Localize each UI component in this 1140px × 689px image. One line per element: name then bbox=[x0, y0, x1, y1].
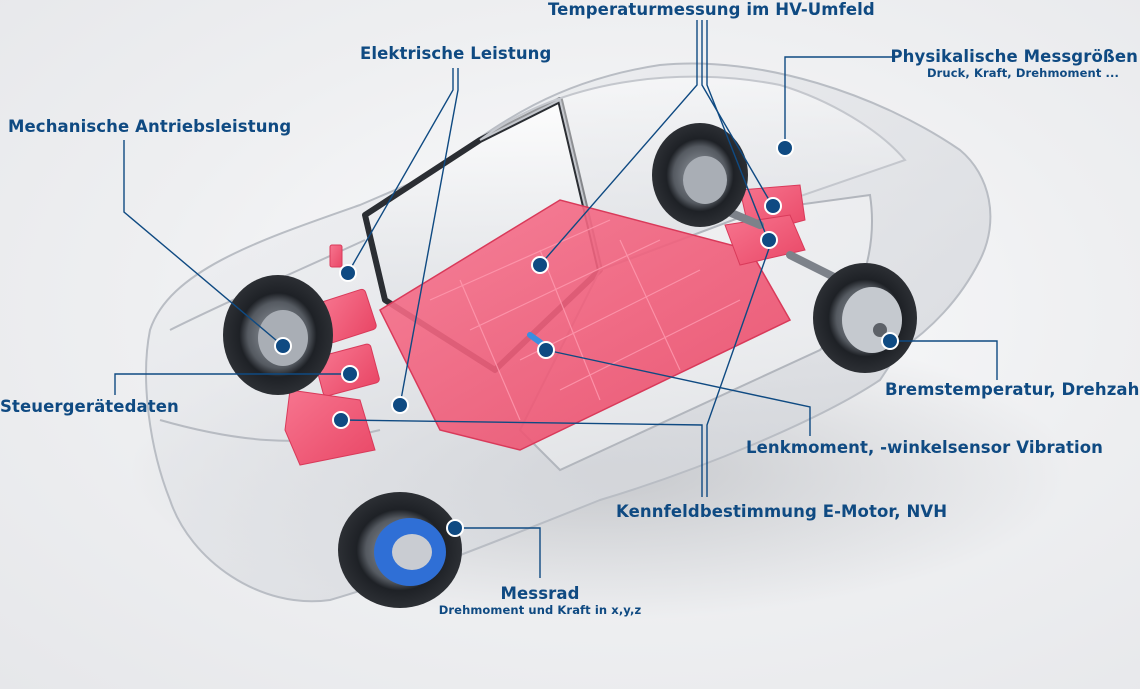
line-mechanisch bbox=[123, 140, 284, 347]
line-physikalisch bbox=[784, 56, 893, 148]
rear-right-wheel bbox=[813, 263, 917, 373]
messrad-subtitle: Drehmoment und Kraft in x,y,z bbox=[438, 603, 642, 617]
line-elektrisch bbox=[347, 68, 454, 274]
callout-lines bbox=[114, 20, 998, 578]
measurement-points bbox=[274, 139, 899, 537]
line-kennfeld bbox=[340, 419, 703, 497]
front-e-motor bbox=[284, 389, 376, 466]
measurement-wheel bbox=[338, 492, 462, 608]
messrad-title: Messrad bbox=[500, 584, 580, 603]
line-temperatur-2 bbox=[701, 20, 773, 206]
physikalisch-subtitle: Druck, Kraft, Drehmoment ... bbox=[927, 66, 1119, 80]
battery-grid bbox=[429, 219, 741, 421]
label-bremse: Bremstemperatur, Drehzahl bbox=[885, 380, 1140, 399]
label-steuergeraet: Steuergerätedaten bbox=[0, 397, 179, 416]
label-lenkmoment: Lenkmoment, -winkelsensor Vibration bbox=[746, 438, 1103, 457]
point-steering bbox=[537, 341, 555, 359]
label-kennfeld: Kennfeldbestimmung E-Motor, NVH bbox=[616, 502, 948, 521]
point-rear-motor bbox=[760, 231, 778, 249]
hv-battery bbox=[379, 199, 792, 451]
point-brake bbox=[881, 332, 899, 350]
line-steuergeraet bbox=[114, 373, 350, 395]
line-messrad bbox=[455, 527, 541, 578]
point-control-unit bbox=[341, 365, 359, 383]
front-connector bbox=[329, 244, 343, 268]
physikalisch-title: Physikalische Messgrößen bbox=[890, 47, 1138, 66]
label-elektrisch: Elektrische Leistung bbox=[360, 44, 552, 63]
line-kennfeld-2 bbox=[706, 239, 773, 497]
point-electrical-harness bbox=[391, 396, 409, 414]
front-left-wheel bbox=[223, 275, 333, 395]
label-mechanisch: Mechanische Antriebsleistung bbox=[8, 117, 292, 136]
point-measurement-wheel bbox=[446, 519, 464, 537]
point-rear-body bbox=[776, 139, 794, 157]
label-temperatur: Temperaturmessung im HV-Umfeld bbox=[548, 0, 875, 19]
point-front-motor bbox=[332, 411, 350, 429]
rear-left-wheel bbox=[652, 123, 748, 227]
line-temperatur bbox=[539, 20, 698, 266]
line-lenkmoment bbox=[545, 349, 811, 436]
line-elektrisch-2 bbox=[399, 68, 459, 406]
point-electrical-connector bbox=[339, 264, 357, 282]
label-messrad: Messrad Drehmoment und Kraft in x,y,z bbox=[430, 584, 650, 617]
point-battery-temperature bbox=[531, 256, 549, 274]
line-bremse bbox=[890, 340, 998, 380]
point-rear-motor-temperature bbox=[764, 197, 782, 215]
label-physikalisch: Physikalische Messgrößen Druck, Kraft, D… bbox=[880, 47, 1138, 80]
car-illustration bbox=[145, 62, 992, 608]
line-temperatur-3 bbox=[706, 20, 769, 241]
point-front-axle bbox=[274, 337, 292, 355]
